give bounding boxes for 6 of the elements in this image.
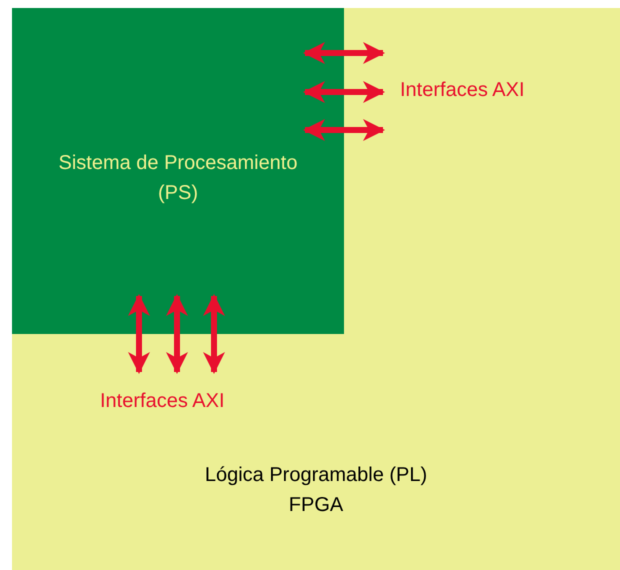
- logic-region: [12, 8, 620, 570]
- region-label: Lógica Programable (PL) FPGA: [204, 463, 428, 518]
- region-label: Sistema de Procesamiento (PS): [57, 151, 298, 206]
- interface-label: Interfaces AXI: [400, 79, 525, 102]
- processing-region: [12, 8, 344, 334]
- interface-label: Interfaces AXI: [100, 390, 225, 413]
